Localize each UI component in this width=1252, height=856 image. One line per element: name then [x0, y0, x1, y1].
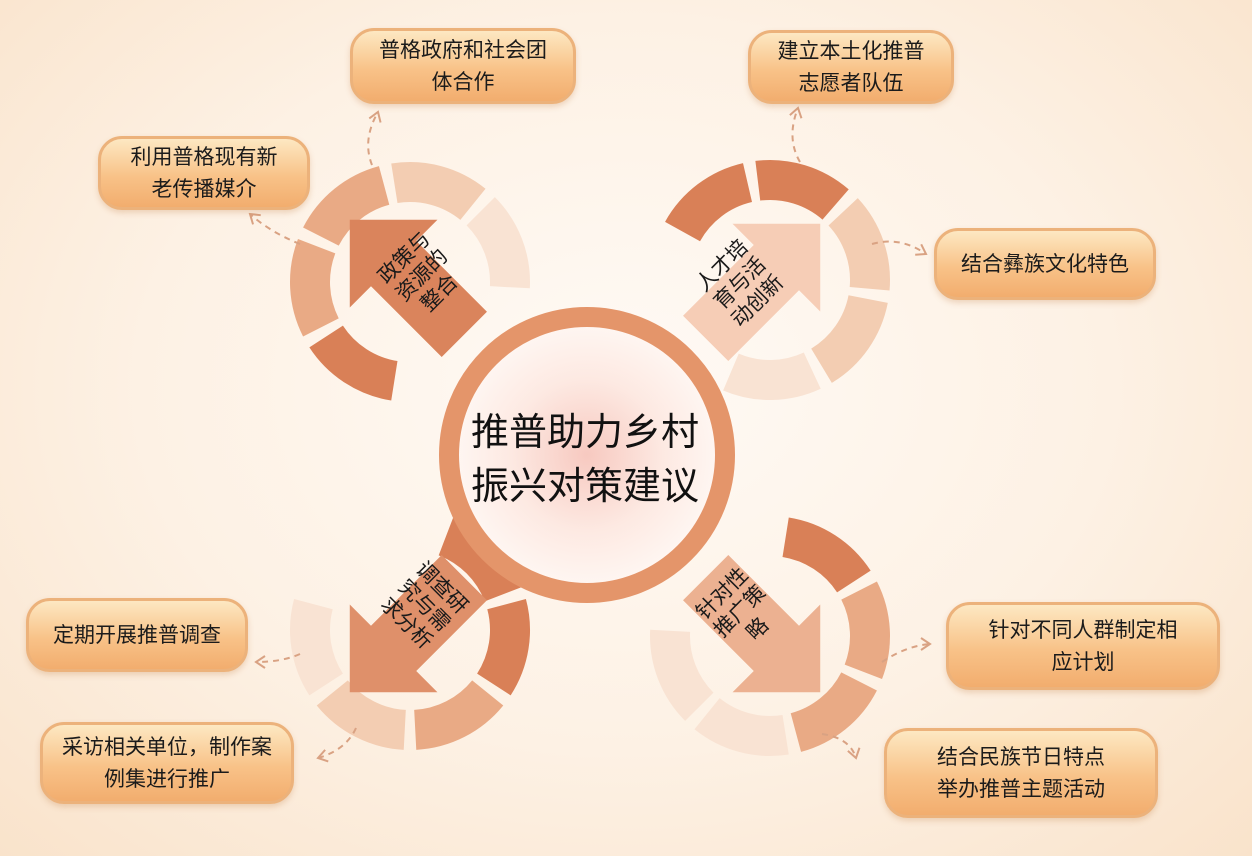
- item-line: 例集进行推广: [104, 767, 230, 791]
- item-line: 志愿者队伍: [798, 71, 904, 95]
- ring-policy-segment: [290, 238, 339, 337]
- item-line: 采访相关单位，制作案: [62, 735, 272, 759]
- item-line: 老传播媒介: [151, 177, 257, 201]
- item-media-channels: 利用普格现有新老传播媒介: [98, 136, 310, 210]
- item-group-plans: 针对不同人群制定相应计划: [946, 602, 1220, 690]
- ring-talent-segment: [755, 159, 849, 220]
- ring-policy-segment: [303, 166, 390, 246]
- ring-policy-segment: [309, 325, 398, 401]
- item-line: 结合彝族文化特色: [961, 252, 1129, 276]
- item-line: 应计划: [1051, 650, 1115, 674]
- ring-strategy-segment: [841, 581, 891, 680]
- ring-policy-segment: [466, 197, 530, 289]
- connector-gov: [367, 111, 379, 166]
- item-case-collection: 采访相关单位，制作案例集进行推广: [40, 722, 294, 804]
- item-line: 结合民族节日特点: [937, 745, 1105, 769]
- item-regular-survey: 定期开展推普调查: [26, 598, 248, 672]
- arrow-policy: [349, 219, 487, 357]
- center-title-line2: 振兴对策建议: [470, 464, 699, 508]
- center-title-line1: 推普助力乡村: [470, 410, 699, 454]
- dashed-connectors: [248, 106, 932, 763]
- ring-research-segment: [438, 517, 523, 602]
- connector-gov-head: [368, 110, 382, 123]
- item-line: 建立本土化推普: [777, 39, 925, 63]
- connector-yi: [871, 240, 927, 255]
- connector-yi-head: [915, 243, 928, 256]
- ring-research-segment: [290, 598, 343, 696]
- ring-talent-segment: [828, 198, 890, 291]
- ring-policy-segment: [391, 162, 486, 220]
- connector-festival: [821, 733, 857, 759]
- connector-plans-head: [920, 637, 932, 651]
- arrow-strategy: [683, 555, 821, 693]
- item-line: 利用普格现有新: [130, 145, 278, 169]
- connector-festival-head: [847, 747, 861, 760]
- connector-case: [317, 727, 357, 759]
- center-circle: [439, 307, 735, 603]
- item-line: 体合作: [431, 70, 495, 94]
- ring-strategy-segment: [694, 698, 789, 756]
- ring-research-segment: [477, 598, 530, 696]
- connector-volunteer-head: [789, 106, 803, 119]
- ring-talent-segment: [723, 352, 821, 400]
- category-arrows: [349, 219, 821, 693]
- ring-research-segment: [414, 680, 504, 750]
- ring-strategy-segment: [782, 517, 871, 593]
- connector-plans: [881, 643, 931, 663]
- ring-strategy-segment: [790, 672, 877, 752]
- item-yi-culture: 结合彝族文化特色: [934, 228, 1156, 300]
- connector-survey-head: [254, 655, 266, 669]
- ring-segments: [290, 159, 891, 756]
- arrow-talent: [683, 223, 821, 361]
- ring-strategy-segment: [650, 629, 714, 721]
- connector-case-head: [316, 749, 329, 763]
- item-volunteer-team: 建立本土化推普志愿者队伍: [748, 30, 954, 104]
- item-line: 定期开展推普调查: [53, 623, 221, 647]
- connector-media: [249, 213, 301, 245]
- connector-volunteer: [791, 107, 801, 163]
- item-line: 举办推普主题活动: [937, 777, 1105, 801]
- ring-talent-segment: [665, 163, 753, 242]
- item-line: 普格政府和社会团: [379, 38, 547, 62]
- connector-survey: [255, 653, 301, 663]
- ring-research-segment: [316, 680, 406, 750]
- ring-talent-segment: [811, 295, 888, 383]
- item-gov-social-cooperation: 普格政府和社会团体合作: [350, 28, 576, 104]
- arrow-research: [349, 555, 487, 693]
- center-title: 推普助力乡村 振兴对策建议: [455, 405, 715, 513]
- item-festival-activities: 结合民族节日特点举办推普主题活动: [884, 728, 1158, 818]
- connector-media-head: [248, 212, 261, 225]
- item-line: 针对不同人群制定相: [988, 618, 1178, 642]
